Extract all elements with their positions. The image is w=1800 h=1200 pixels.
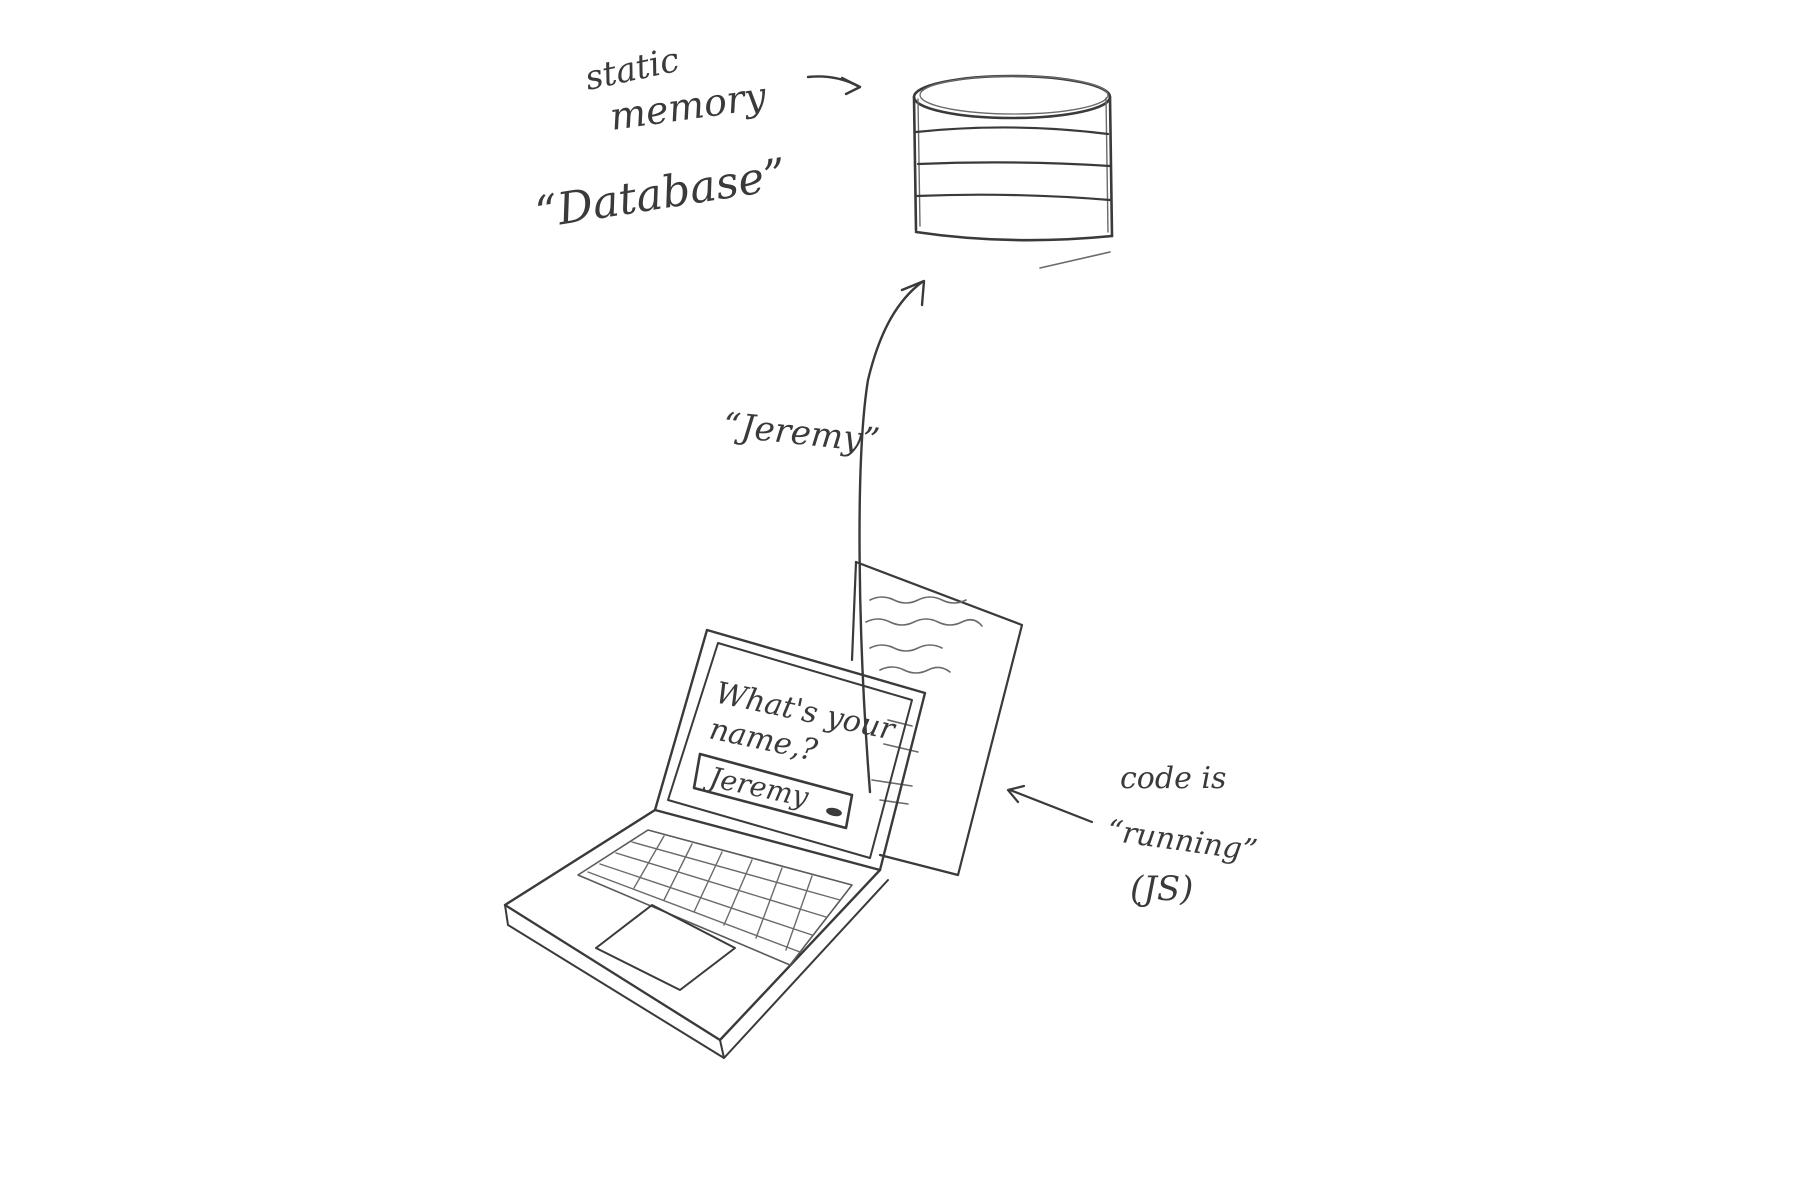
static-memory-arrow <box>806 75 862 96</box>
laptop-icon <box>503 628 927 1059</box>
label-payload: “Jeremy” <box>721 405 881 461</box>
label-database: “Database” <box>532 149 790 239</box>
name-input-field[interactable]: Jeremy <box>692 752 854 830</box>
upload-arrow <box>858 279 926 794</box>
label-running: “running” <box>1105 813 1260 869</box>
code-document-icon <box>850 560 1024 877</box>
label-code-is: code is <box>1120 761 1226 796</box>
running-arrow <box>1006 784 1094 824</box>
label-js: (JS) <box>1130 869 1193 909</box>
database-cylinder-icon <box>912 74 1114 269</box>
